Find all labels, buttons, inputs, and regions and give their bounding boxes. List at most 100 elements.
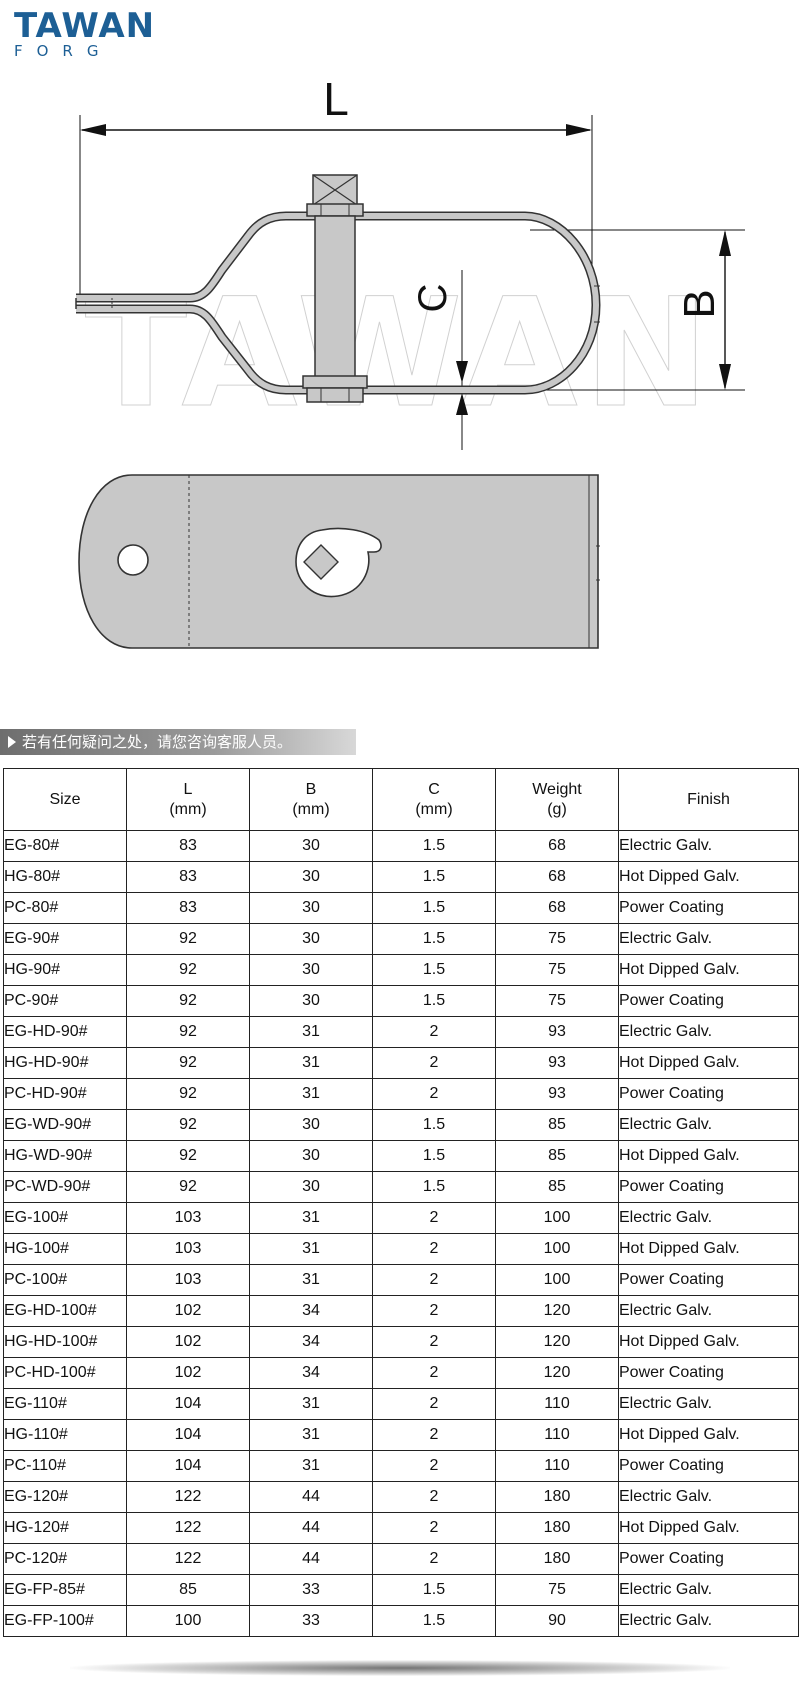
cell-size: EG-HD-90# [3,1016,127,1048]
cell-size: PC-HD-100# [3,1357,127,1389]
cell-weight: 75 [495,1574,619,1606]
cell-size: PC-WD-90# [3,1171,127,1203]
cell-l: 83 [126,830,250,862]
cell-b: 31 [249,1264,373,1296]
cell-weight: 93 [495,1016,619,1048]
dimension-c-label: C [411,284,455,313]
cell-c: 1.5 [372,861,496,893]
cell-b: 44 [249,1512,373,1544]
cell-b: 31 [249,1233,373,1265]
cell-finish: Power Coating [618,1450,799,1482]
cell-b: 30 [249,985,373,1017]
cell-weight: 85 [495,1140,619,1172]
cell-size: PC-80# [3,892,127,924]
cell-c: 2 [372,1202,496,1234]
cell-c: 2 [372,1326,496,1358]
cell-finish: Hot Dipped Galv. [618,1140,799,1172]
cell-b: 34 [249,1326,373,1358]
cell-weight: 120 [495,1326,619,1358]
cell-size: HG-HD-100# [3,1326,127,1358]
cell-finish: Electric Galv. [618,1388,799,1420]
cell-finish: Electric Galv. [618,1574,799,1606]
brand-logo: TAWAN FORG [14,8,164,60]
dimension-l-label: L [323,73,349,125]
tensioner-top-view [78,474,600,649]
cell-weight: 120 [495,1295,619,1327]
cell-finish: Hot Dipped Galv. [618,1419,799,1451]
cell-c: 1.5 [372,830,496,862]
cell-size: HG-120# [3,1512,127,1544]
logo-subtext: FORG [14,42,113,60]
cell-b: 31 [249,1419,373,1451]
cell-b: 34 [249,1357,373,1389]
cell-size: EG-110# [3,1388,127,1420]
cell-size: HG-90# [3,954,127,986]
cell-size: EG-90# [3,923,127,955]
cell-finish: Hot Dipped Galv. [618,1047,799,1079]
cell-finish: Electric Galv. [618,1016,799,1048]
cell-b: 33 [249,1605,373,1637]
cell-l: 85 [126,1574,250,1606]
cell-weight: 180 [495,1512,619,1544]
cell-l: 103 [126,1264,250,1296]
cell-c: 1.5 [372,1140,496,1172]
cell-size: EG-100# [3,1202,127,1234]
cell-l: 92 [126,1171,250,1203]
cell-l: 83 [126,861,250,893]
cell-l: 122 [126,1481,250,1513]
table-header-row: Size L(mm) B(mm) C(mm) Weight(g) Finish [3,768,799,831]
cell-b: 34 [249,1295,373,1327]
specification-table: Size L(mm) B(mm) C(mm) Weight(g) Finish … [3,768,799,1637]
cell-c: 1.5 [372,1605,496,1637]
cell-b: 31 [249,1450,373,1482]
cell-weight: 180 [495,1481,619,1513]
cell-weight: 110 [495,1388,619,1420]
cell-l: 92 [126,1109,250,1141]
cell-c: 2 [372,1264,496,1296]
cell-weight: 90 [495,1605,619,1637]
cell-c: 1.5 [372,1171,496,1203]
cell-finish: Hot Dipped Galv. [618,861,799,893]
dimension-c [456,270,468,450]
cell-size: EG-HD-100# [3,1295,127,1327]
header-weight: Weight(g) [495,768,619,831]
cell-l: 122 [126,1543,250,1575]
cell-l: 122 [126,1512,250,1544]
cell-finish: Power Coating [618,1171,799,1203]
cell-c: 1.5 [372,1109,496,1141]
cell-l: 100 [126,1605,250,1637]
cell-finish: Hot Dipped Galv. [618,1512,799,1544]
cell-finish: Power Coating [618,1264,799,1296]
cell-b: 30 [249,954,373,986]
cell-size: HG-100# [3,1233,127,1265]
cell-weight: 93 [495,1078,619,1110]
cell-size: PC-120# [3,1543,127,1575]
cell-c: 2 [372,1512,496,1544]
header-l: L(mm) [126,768,250,831]
cell-c: 2 [372,1047,496,1079]
cell-finish: Electric Galv. [618,830,799,862]
cell-weight: 68 [495,830,619,862]
cell-c: 2 [372,1233,496,1265]
cell-finish: Power Coating [618,1543,799,1575]
cell-finish: Hot Dipped Galv. [618,1233,799,1265]
cell-size: HG-HD-90# [3,1047,127,1079]
cell-c: 2 [372,1078,496,1110]
cell-l: 92 [126,923,250,955]
cell-weight: 180 [495,1543,619,1575]
cell-c: 2 [372,1450,496,1482]
cell-c: 2 [372,1295,496,1327]
